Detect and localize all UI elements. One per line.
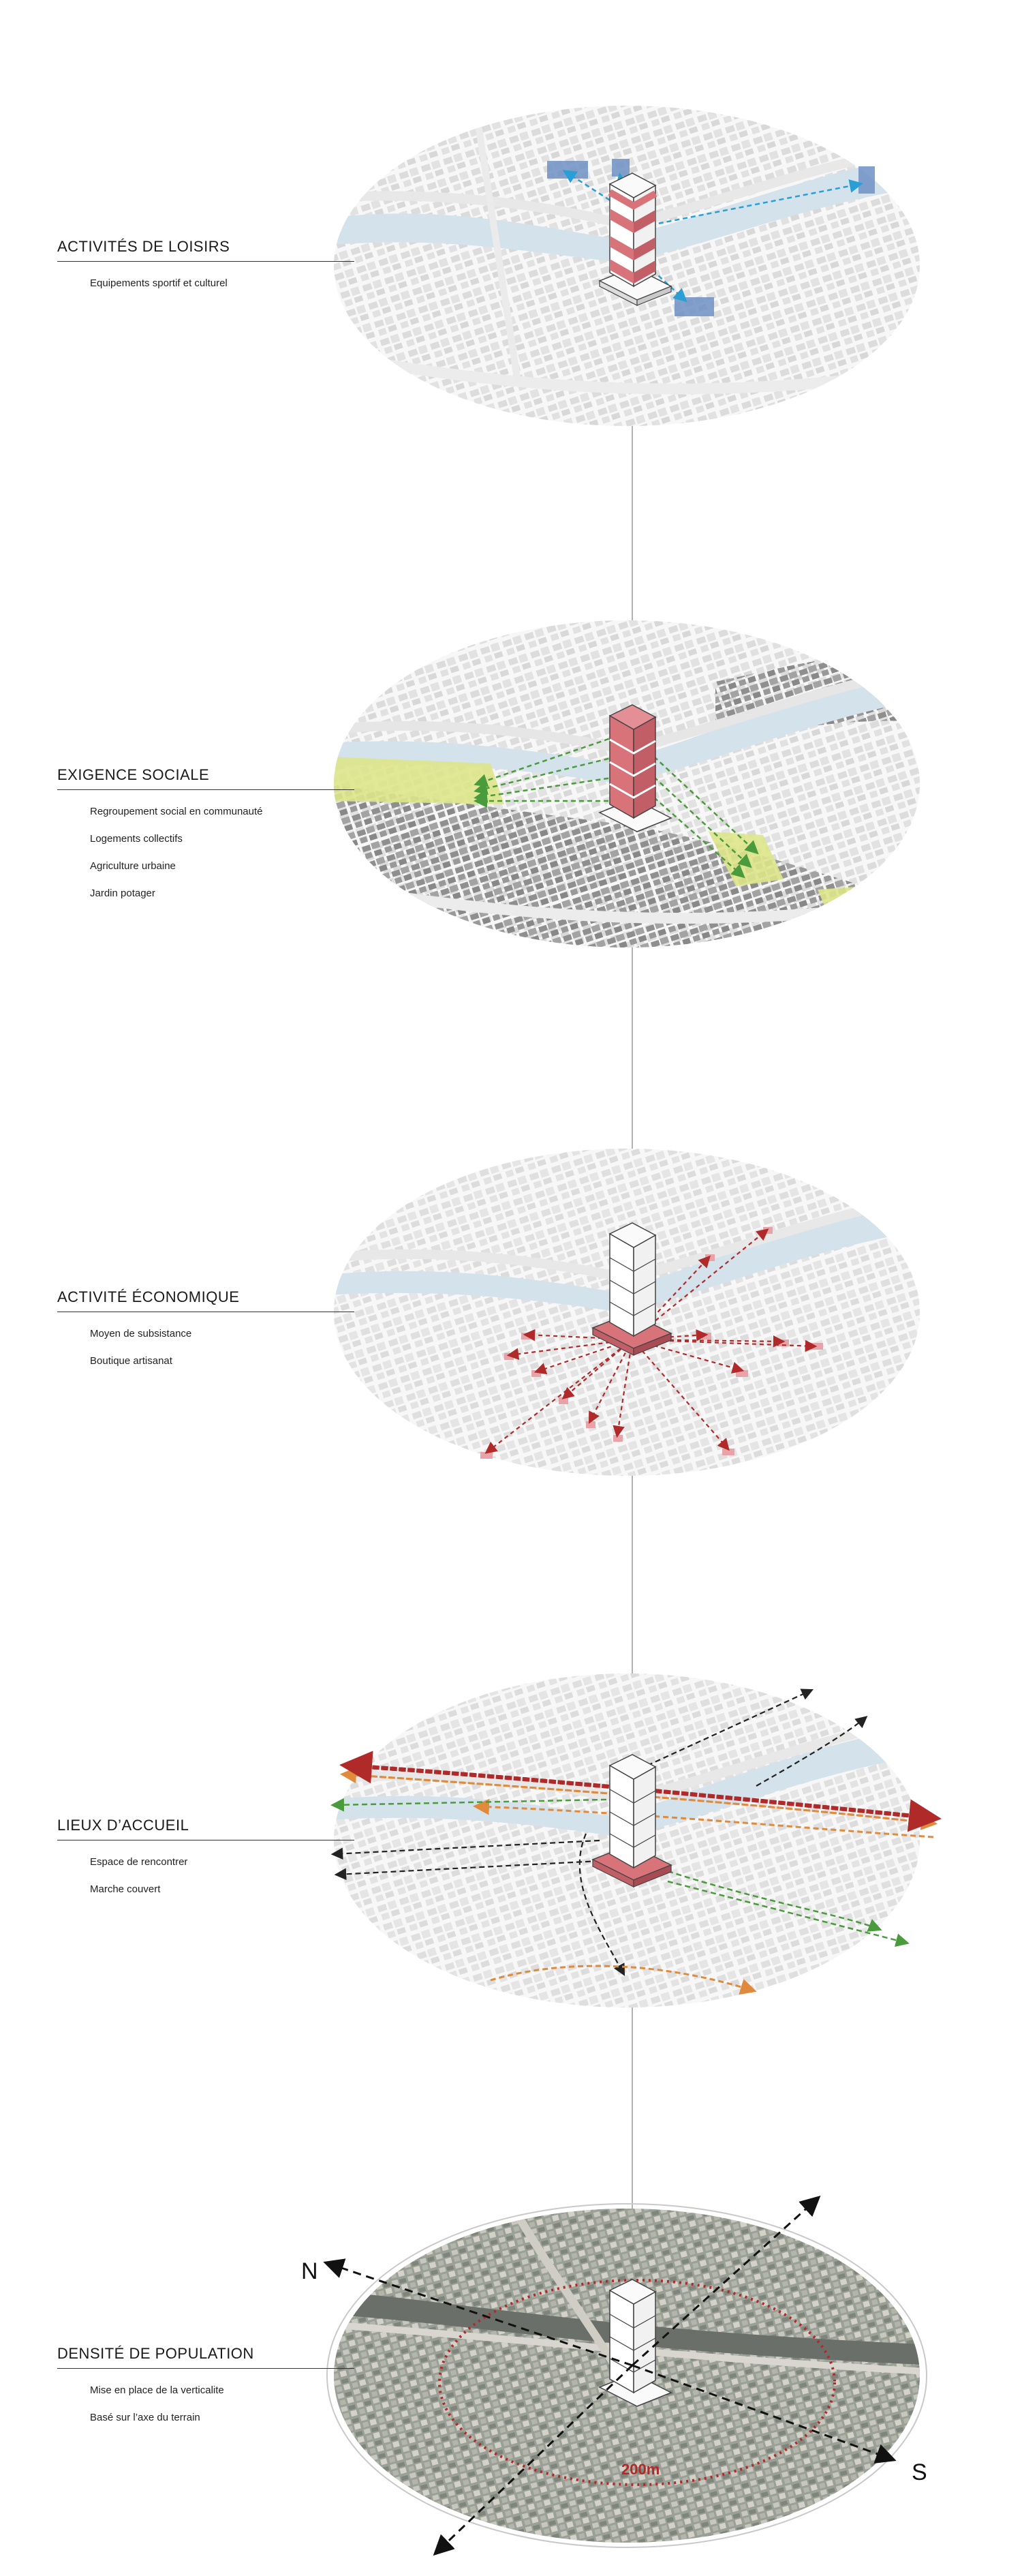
social-arrow [474, 735, 617, 787]
section-title: ACTIVITÉS DE LOISIRS [57, 238, 354, 262]
section-item: Regroupement social en communauté [90, 806, 263, 817]
south-axis-arrow [632, 2364, 897, 2464]
section-title: ACTIVITÉ ÉCONOMIQUE [57, 1288, 354, 1312]
section-item: Logements collectifs [90, 833, 183, 845]
welcome-arrow-orange [343, 1773, 938, 1830]
leisure-facility [675, 297, 714, 316]
compass-south-label: S [912, 2459, 927, 2485]
radius-circle [438, 2279, 836, 2486]
social-arrow [474, 776, 617, 803]
welcome-arrow-orange [490, 1965, 757, 1995]
social-arrow [653, 776, 752, 868]
welcome-arrow-green [330, 1798, 607, 1812]
section-density: DENSITÉ DE POPULATION Mise en place de l… [57, 2345, 354, 2431]
welcome-arrow-black [647, 1688, 814, 1766]
compass-north-label: N [301, 2258, 318, 2284]
leisure-facility [858, 166, 875, 194]
welcome-arrow-black [756, 1716, 868, 1787]
social-arrow [653, 756, 759, 855]
section-welcome: LIEUX D’ACCUEIL Espace de rencontrer Mar… [57, 1817, 354, 1903]
economic-arrow [506, 1338, 633, 1361]
section-item: Jardin potager [90, 888, 155, 899]
economic-arrow [484, 1339, 633, 1454]
section-social: EXIGENCE SOCIALE Regroupement social en … [57, 766, 354, 907]
section-item: Espace de rencontrer [90, 1856, 188, 1868]
tower-economic [591, 1222, 672, 1356]
section-items: Regroupement social en communauté Logeme… [90, 798, 354, 907]
section-item: Boutique artisanat [90, 1355, 172, 1367]
welcome-arrow-red [339, 1751, 934, 1820]
section-item: Mise en place de la verticalite [90, 2384, 224, 2396]
social-arrow [653, 797, 745, 879]
welcome-arrow-green [667, 1880, 910, 1947]
tower-social [598, 704, 672, 832]
section-item: Equipements sportif et culturel [90, 277, 228, 289]
map-social [334, 620, 920, 948]
leisure-facility [612, 159, 630, 177]
section-item: Moyen de subsistance [90, 1328, 192, 1339]
tower-welcome [591, 1754, 672, 1888]
radius-label: 200m [621, 2461, 660, 2478]
section-items: Mise en place de la verticalite Basé sur… [90, 2377, 354, 2431]
map-economic [334, 1149, 920, 1476]
section-title: EXIGENCE SOCIALE [57, 766, 354, 790]
leisure-facility [547, 161, 588, 179]
economic-arrow [632, 1228, 769, 1340]
map-leisure [334, 106, 920, 426]
section-leisure: ACTIVITÉS DE LOISIRS Equipements sportif… [57, 238, 354, 297]
economic-arrow [588, 1339, 633, 1424]
map-welcome [330, 1673, 942, 2007]
section-title: LIEUX D’ACCUEIL [57, 1817, 354, 1840]
economic-arrow [632, 1339, 730, 1451]
section-item: Basé sur l’axe du terrain [90, 2412, 200, 2423]
section-items: Moyen de subsistance Boutique artisanat [90, 1320, 354, 1375]
leisure-arrow [650, 179, 863, 226]
leisure-arrow [562, 170, 617, 206]
section-title: DENSITÉ DE POPULATION [57, 2345, 354, 2369]
economic-arrow [613, 1339, 634, 1438]
section-items: Equipements sportif et culturel [90, 270, 354, 297]
welcome-arrow-black [578, 1833, 625, 1976]
welcome-arrow-black [330, 1839, 600, 1860]
section-economic: ACTIVITÉ ÉCONOMIQUE Moyen de subsistance… [57, 1288, 354, 1375]
section-item: Marche couvert [90, 1883, 161, 1895]
tower-leisure [598, 172, 672, 306]
welcome-arrow-green [667, 1870, 882, 1932]
section-item: Agriculture urbaine [90, 860, 176, 872]
economic-arrow [632, 1329, 709, 1342]
axis-arrow [433, 2364, 634, 2556]
welcome-arrow-orange [473, 1798, 934, 1838]
axis-arrow [631, 2195, 821, 2367]
map-density: N S 200m [301, 2195, 927, 2556]
section-items: Espace de rencontrer Marche couvert [90, 1849, 354, 1903]
